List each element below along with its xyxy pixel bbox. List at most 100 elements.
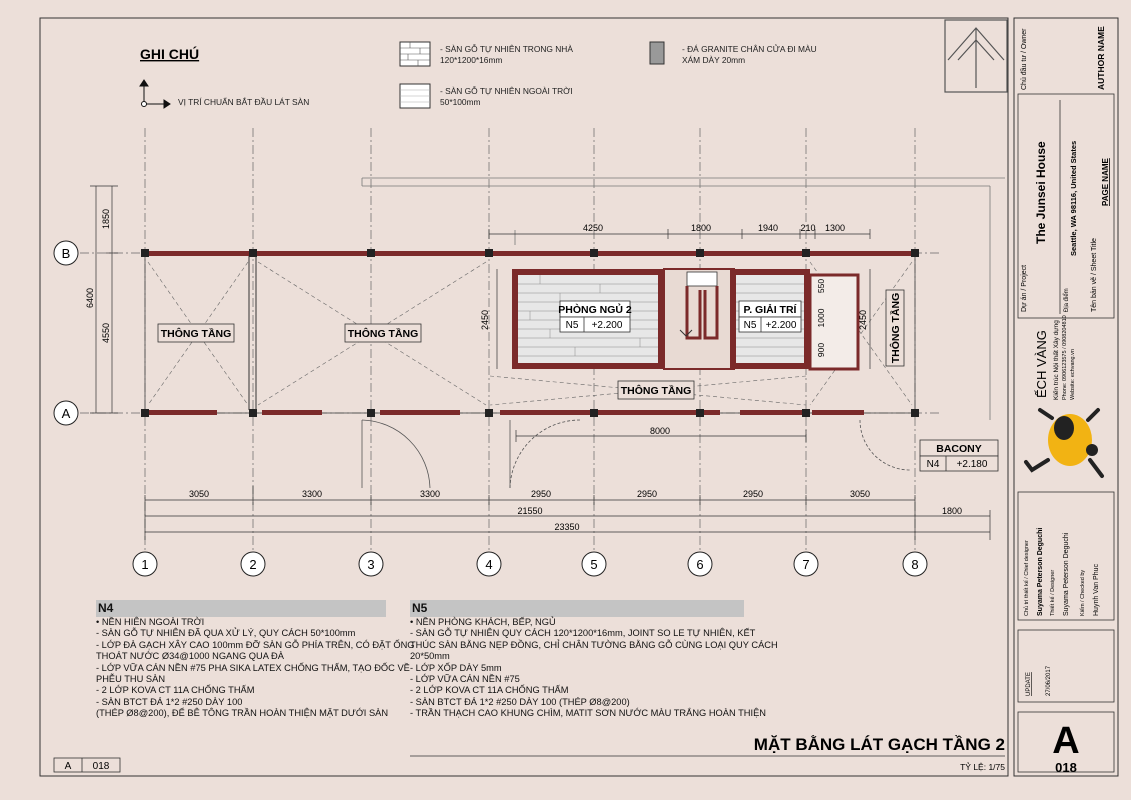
indoor-wood-pattern <box>400 42 430 66</box>
dim-top-5: 1300 <box>825 223 845 233</box>
void-label-3: THÔNG TẦNG <box>621 384 692 397</box>
checker-label: Kiểm / Checked by <box>1079 570 1086 616</box>
dim-bottom-1: 3050 <box>189 489 209 499</box>
axis-bubbles <box>53 240 928 577</box>
legend-title: GHI CHÚ <box>140 45 199 62</box>
balcony-name: BACONY <box>936 443 982 455</box>
update-label: UPDATE <box>1026 672 1032 696</box>
dim-bottom-2: 3300 <box>302 489 322 499</box>
legend-granite-line1: - ĐÁ GRANITE CHÂN CỬA ĐI MÀU <box>682 44 817 54</box>
company-phone: Phone: 0906123575 / 0908204810 <box>1062 315 1068 400</box>
title-block-border <box>1013 17 1119 777</box>
balcony-code: N4 <box>927 459 940 470</box>
dim-bottom-5: 2950 <box>637 489 657 499</box>
note-line: • NỀN HIÊN NGOÀI TRỜI <box>96 617 205 627</box>
legend-indoor-wood-line1: - SÀN GỖ TỰ NHIÊN TRONG NHÀ <box>440 44 573 54</box>
axis-label-1: 1 <box>141 557 148 572</box>
note-line: - SÀN GỖ TỰ NHIÊN ĐÃ QUA XỬ LÝ, QUY CÁCH… <box>96 628 356 639</box>
door-swings <box>361 419 911 489</box>
dim-top-3: 1940 <box>758 223 778 233</box>
note-n5-lines: • NỀN PHÒNG KHÁCH, BẾP, NGỦ- SÀN GỖ TỰ N… <box>410 617 778 720</box>
dim-left-1: 1850 <box>101 209 111 229</box>
project-name: The Junsei House <box>1034 141 1048 244</box>
chief-name: Suyama Peterson Deguchi <box>1037 528 1044 616</box>
dim-bottom-3: 3300 <box>420 489 440 499</box>
dim-left-total: 6400 <box>85 288 95 308</box>
big-sheet-number: 018 <box>1055 760 1077 775</box>
dim-8000: 8000 <box>650 426 670 436</box>
legend-indoor-wood-line2: 120*1200*16mm <box>440 54 503 65</box>
note-n4-title: N4 <box>96 600 386 617</box>
dim-total-inner: 21550 <box>517 506 542 516</box>
owner-name: AUTHOR NAME <box>1096 26 1106 90</box>
page-name: PAGE NAME <box>1101 157 1110 206</box>
balcony-tag <box>919 439 999 472</box>
axis-label-5: 5 <box>590 557 597 572</box>
entertainment-level: +2.200 <box>766 320 797 331</box>
legend-granite: - ĐÁ GRANITE CHÂN CỬA ĐI MÀU XÁM DÀY 20m… <box>682 44 817 65</box>
bedroom-code: N5 <box>566 320 579 331</box>
legend-outdoor-wood-line2: 50*100mm <box>440 96 481 107</box>
note-line: - 2 LỚP KOVA CT 11A CHỐNG THẤM <box>410 685 569 696</box>
sheet-ref-letter: A <box>65 761 72 772</box>
chief-label: Chủ trì thiết kế / Chief designer <box>1023 540 1030 616</box>
company-sub: Kiến trúc Nội thất Xây dựng <box>1051 320 1060 400</box>
note-line: THOÁT NƯỚC Ø34@1000 NGANG QUA ĐÀ <box>96 651 284 662</box>
sheet-border <box>39 17 1009 777</box>
dim-bottom-4: 2950 <box>531 489 551 499</box>
bedroom-tag <box>559 300 631 333</box>
note-line: - SÀN BTCT ĐÁ 1*2 #250 DÀY 100 <box>96 696 243 707</box>
dim-right-overhang: 1800 <box>942 506 962 516</box>
designer-label: Thiết kế / Designer <box>1050 570 1056 616</box>
location-text: Seattle, WA 98116, United States <box>1069 141 1078 256</box>
axis-label-3: 3 <box>367 557 374 572</box>
note-line: - 2 LỚP KOVA CT 11A CHỐNG THẤM <box>96 685 255 696</box>
bedroom-level: +2.200 <box>592 320 623 331</box>
axis-label-2: 2 <box>249 557 256 572</box>
granite-swatch <box>649 41 665 65</box>
columns <box>141 249 919 417</box>
note-n4: N4 • NỀN HIÊN NGOÀI TRỜI- SÀN GỖ TỰ NHIÊ… <box>96 600 415 720</box>
balcony-level: +2.180 <box>957 459 988 470</box>
dimension-lines-bottom <box>144 486 991 540</box>
entertainment-name: P. GIẢI TRÍ <box>744 303 798 316</box>
legend-granite-line2: XÁM DÀY 20mm <box>682 54 746 65</box>
note-line: (THÉP Ø8@200), ĐỂ BÊ TÔNG TRẦN HOÀN THIỆ… <box>96 708 389 719</box>
legend-start-point: VỊ TRÍ CHUẨN BẮT ĐẦU LÁT SÀN <box>178 97 310 107</box>
note-line: - LỚP ĐÀ GẠCH XÂY CAO 100mm ĐỠ SÀN GỖ PH… <box>96 639 415 650</box>
frog-logo-icon <box>1024 408 1104 478</box>
drawing-title: MẶT BẰNG LÁT GẠCH TẦNG 2 <box>754 735 1005 754</box>
void-label-4: THÔNG TẦNG <box>889 293 902 364</box>
sheet-ref-number: 018 <box>93 761 110 772</box>
entertainment-code: N5 <box>744 320 757 331</box>
company-web: Website: echvang.vn <box>1070 349 1076 400</box>
note-line: THÚC SÀN BẰNG NẸP ĐỒNG, CHỈ CHÂN TƯỜNG B… <box>410 639 778 650</box>
dimension-lines-top <box>488 229 871 442</box>
note-line: 20*50mm <box>410 651 450 662</box>
project-label: Dự án / Project <box>1021 265 1028 312</box>
checker-name: Huynh Van Phuc <box>1093 563 1100 616</box>
note-n5: N5 • NỀN PHÒNG KHÁCH, BẾP, NGỦ- SÀN GỖ T… <box>410 600 778 720</box>
entertainment-tag <box>738 300 802 333</box>
note-n4-lines: • NỀN HIÊN NGOÀI TRỜI- SÀN GỖ TỰ NHIÊN Đ… <box>96 617 415 720</box>
dim-900: 900 <box>816 343 826 357</box>
note-line: PHỄU THU SÀN <box>96 674 166 685</box>
note-line: - LỚP VỮA CÁN NỀN #75 PHA SIKA LATEX CHỐ… <box>96 662 410 673</box>
void-label-2: THÔNG TẦNG <box>348 327 419 340</box>
bedroom-name: PHÒNG NGỦ 2 <box>558 303 632 316</box>
axis-label-a: A <box>62 406 71 421</box>
note-line: - SÀN BTCT ĐÁ 1*2 #250 DÀY 100 (THÉP Ø8@… <box>410 696 630 707</box>
axis-label-6: 6 <box>696 557 703 572</box>
axis-label-7: 7 <box>802 557 809 572</box>
owner-label: Chủ đầu tư / Owner <box>1019 28 1028 90</box>
note-line: - LỚP VỮA CÁN NỀN #75 <box>410 674 520 685</box>
axis-label-b: B <box>62 246 71 261</box>
axis-label-8: 8 <box>911 557 918 572</box>
axis-label-4: 4 <box>485 557 492 572</box>
dim-left-2: 4550 <box>101 323 111 343</box>
dim-2450-left: 2450 <box>480 310 490 330</box>
outdoor-wood-pattern <box>400 89 430 103</box>
dim-550: 550 <box>816 279 826 293</box>
north-arrow-icon <box>944 19 1008 93</box>
